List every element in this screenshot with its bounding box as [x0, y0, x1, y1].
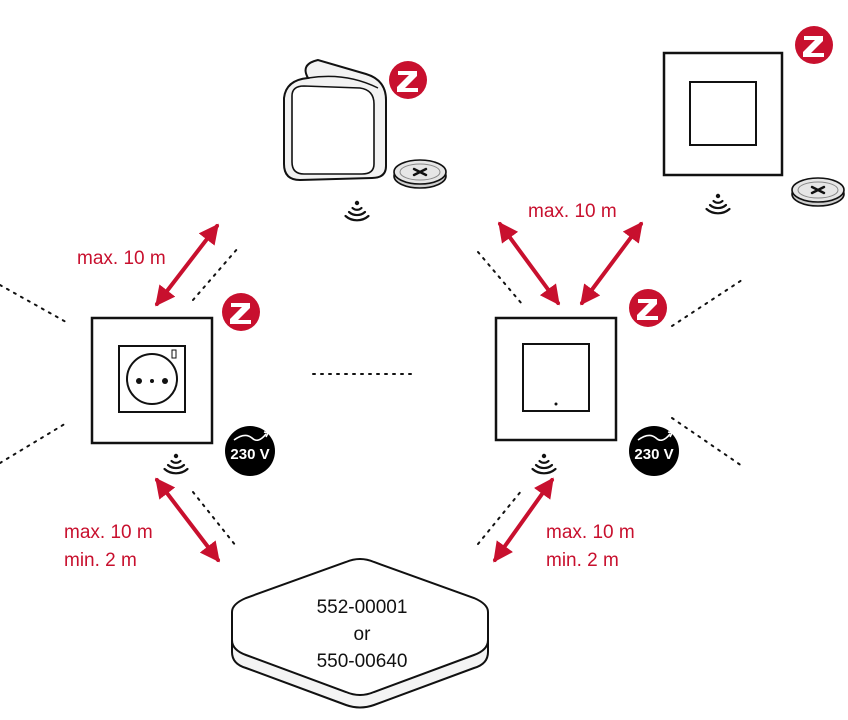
- hub-model-2: 550-00640: [317, 651, 408, 672]
- svg-text:230 V: 230 V: [230, 446, 269, 463]
- sensor-device-top: [283, 58, 387, 182]
- smart-socket-left: [90, 316, 214, 445]
- range-label-bottom-left-min: min. 2 m: [64, 550, 137, 571]
- power-230v-icon: 230 V: [629, 426, 679, 476]
- range-label-top-right: max. 10 m: [528, 201, 617, 222]
- range-label-bottom-right-max: max. 10 m: [546, 522, 635, 543]
- distance-arrow-icon: [580, 221, 643, 306]
- zwave-logo-icon: [222, 293, 260, 331]
- svg-text:230 V: 230 V: [634, 446, 673, 463]
- distance-arrows: [155, 221, 643, 563]
- wall-switch-top-right: [662, 51, 784, 177]
- wireless-signal-icon: [705, 192, 731, 215]
- coin-battery-icon: [392, 158, 448, 190]
- zwave-logo-icon: [795, 26, 833, 64]
- zwave-logo-icon: [389, 61, 427, 99]
- hub-model-1: 552-00001: [317, 597, 408, 618]
- gateway-hub: 552-00001 or 550-00640: [231, 558, 489, 709]
- zwave-logo-icon: [629, 289, 667, 327]
- distance-arrow-icon: [155, 223, 219, 307]
- hub-or: or: [354, 624, 372, 645]
- wireless-signal-icon: [163, 452, 189, 475]
- distance-arrow-icon: [493, 477, 554, 563]
- wall-switch-right: [494, 316, 618, 442]
- power-230v-icon: 230 V: [225, 426, 275, 476]
- range-label-bottom-right-min: min. 2 m: [546, 550, 619, 571]
- wireless-signal-icon: [344, 199, 370, 222]
- wireless-signal-icon: [531, 452, 557, 475]
- coin-battery-icon: [790, 176, 846, 208]
- distance-arrow-icon: [498, 221, 560, 306]
- range-label-top-left: max. 10 m: [77, 248, 166, 269]
- distance-arrow-icon: [155, 477, 220, 563]
- range-label-bottom-left-max: max. 10 m: [64, 522, 153, 543]
